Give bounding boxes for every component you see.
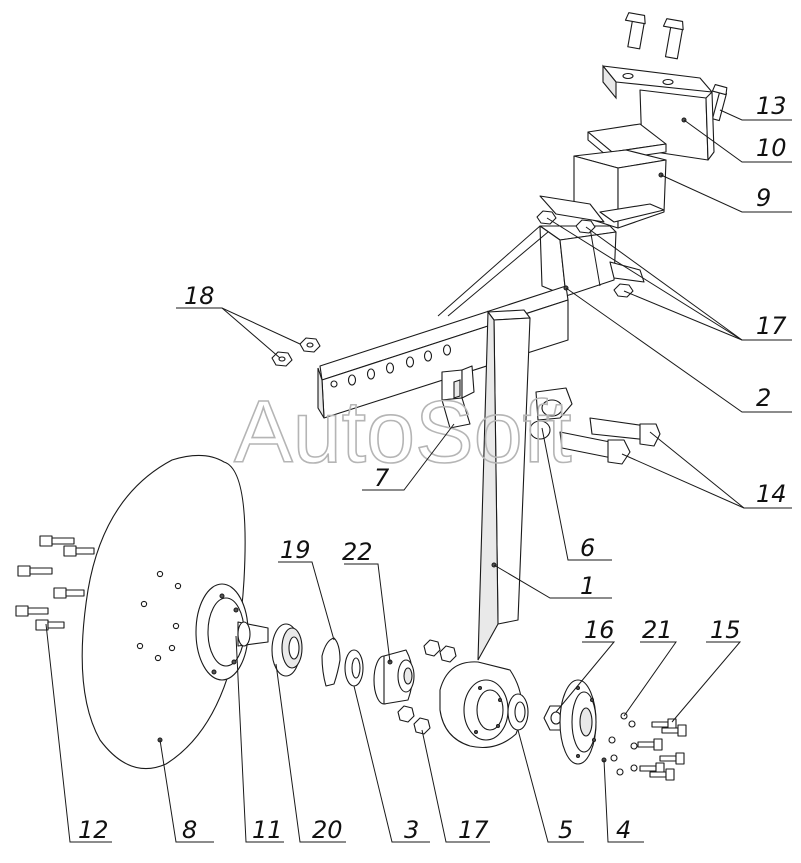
- watermark: AutoSoft: [234, 382, 572, 481]
- callout-13: 13: [756, 92, 787, 120]
- washers-part-21: [608, 712, 638, 776]
- leg-part-1: [439, 309, 531, 749]
- callout-6: 6: [580, 534, 595, 562]
- callout-4: 4: [616, 816, 631, 844]
- bushing-part-6: [529, 387, 573, 440]
- callout-19: 19: [280, 536, 311, 564]
- clamp-part-7: [441, 365, 475, 429]
- nuts-part-17-bottom: [397, 639, 457, 735]
- callout-15: 15: [710, 616, 741, 644]
- callout-5: 5: [558, 816, 573, 844]
- callout-12: 12: [78, 816, 109, 844]
- callout-17-bottom: 17: [458, 816, 489, 844]
- callout-20: 20: [312, 816, 343, 844]
- washer-part-5: [507, 693, 529, 731]
- callout-17-top: 17: [756, 312, 787, 340]
- leader-lines: [45, 109, 792, 843]
- hub-part-11: [195, 583, 269, 681]
- callout-21: 21: [642, 616, 673, 644]
- callout-11: 11: [252, 816, 283, 844]
- callout-10: 10: [756, 134, 787, 162]
- bolts-part-12: [15, 535, 95, 631]
- callout-9: 9: [756, 184, 771, 212]
- bearing-housing-part-22: [373, 649, 415, 705]
- callout-1: 1: [580, 572, 595, 600]
- bearing-part-20: [271, 623, 303, 677]
- washer-part-3: [344, 649, 364, 687]
- ring-part-19: [321, 637, 341, 687]
- callout-2: 2: [756, 384, 771, 412]
- nuts-part-18: [271, 337, 321, 367]
- top-bolts: [624, 12, 728, 122]
- callout-8: 8: [182, 816, 197, 844]
- bolts-part-15: [637, 718, 687, 781]
- callout-7: 7: [374, 464, 390, 492]
- callout-14: 14: [756, 480, 787, 508]
- callout-22: 22: [342, 538, 373, 566]
- bolts-part-14: [559, 417, 661, 465]
- callout-labels: 13 10 9 17 2 18 7 14 6 1 19 22 16 21 15 …: [78, 92, 787, 844]
- disc-part-8: [81, 454, 246, 770]
- callout-18: 18: [184, 282, 215, 310]
- cap-part-4: [559, 679, 607, 765]
- callout-16: 16: [584, 616, 615, 644]
- callout-3: 3: [404, 816, 419, 844]
